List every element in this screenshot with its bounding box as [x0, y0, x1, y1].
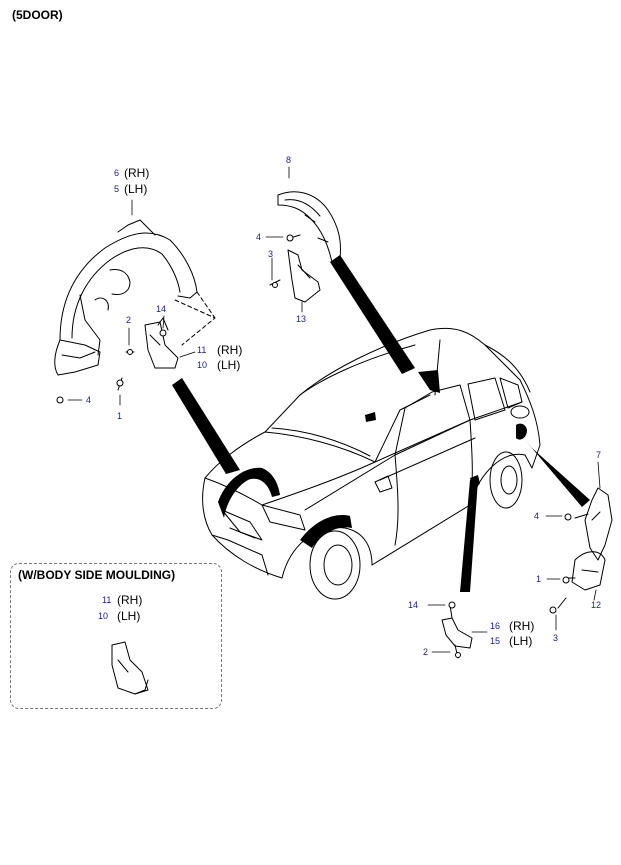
pointer-front-liner: [172, 378, 240, 474]
callout-4-right: 4: [534, 511, 540, 521]
callout-3-top: 3: [268, 249, 274, 259]
callout-8: 8: [286, 155, 292, 165]
pointer-mud-guard: [460, 480, 478, 592]
callout-5-side: (LH): [124, 182, 148, 196]
inset-label-rh: (RH): [117, 593, 143, 607]
callout-16-side: (RH): [509, 619, 535, 633]
front-mud-flap-part: [144, 317, 179, 369]
leader-lines: [67, 166, 601, 653]
front-fender-liner-on-car: [218, 467, 280, 518]
callout-11-side: (RH): [217, 343, 243, 357]
inset-label-lh: (LH): [117, 609, 141, 623]
rear-wheel-guard-part: [277, 191, 341, 263]
callout-10-side: (LH): [217, 358, 241, 372]
callout-13: 13: [296, 314, 307, 324]
callout-1-left: 1: [117, 411, 123, 421]
callout-15-side: (LH): [509, 634, 533, 648]
pointer-rear-guard: [525, 440, 590, 507]
rear-mud-flap-part: [287, 249, 321, 303]
callout-4-top: 4: [256, 232, 262, 242]
callout-6: 6: [114, 168, 120, 178]
side-mud-guard-part: [441, 604, 473, 659]
page-title: (5DOOR): [12, 8, 63, 22]
front-wheel-guard-part: [54, 219, 216, 376]
inset-mud-flap-part: [111, 641, 149, 695]
callout-2-bottom: 2: [423, 647, 429, 657]
pointer-rear-liner: [330, 255, 415, 374]
callout-15: 15: [490, 636, 501, 646]
callout-5: 5: [114, 184, 120, 194]
fastener-glyphs: [56, 234, 572, 658]
callout-2-left: 2: [126, 315, 132, 325]
inset-label-10: 10: [98, 611, 109, 621]
front-wheel-liner-on-car: [300, 515, 352, 548]
callout-11: 11: [197, 345, 207, 355]
callout-3-right: 3: [553, 633, 559, 643]
callout-14-bottom: 14: [408, 600, 419, 610]
inset-label-11: 11: [102, 595, 112, 605]
callout-14-left: 14: [156, 304, 167, 314]
inset-title: (W/BODY SIDE MOULDING): [18, 568, 176, 582]
callout-16: 16: [490, 621, 501, 631]
callout-1-right: 1: [536, 574, 542, 584]
callout-6-side: (RH): [124, 166, 150, 180]
rear-side-guard-part: [571, 487, 613, 591]
car-illustration: [202, 327, 541, 600]
inset-body-side-moulding-box: [10, 563, 222, 709]
callout-7: 7: [596, 450, 602, 460]
callout-4-left: 4: [86, 395, 92, 405]
callout-10: 10: [197, 360, 208, 370]
callout-12: 12: [591, 600, 602, 610]
